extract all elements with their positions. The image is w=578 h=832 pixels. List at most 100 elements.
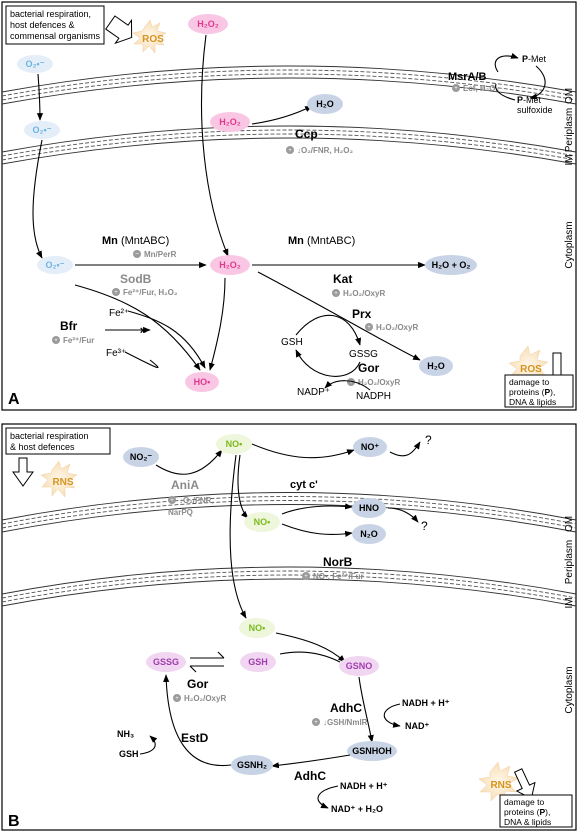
arrow-no-to-n2o: [281, 523, 353, 537]
arrow-nadh1: [383, 703, 401, 728]
hno-label: HNO: [359, 503, 379, 513]
gsnh2-label: GSNH₂: [237, 760, 267, 770]
no-top: NO•: [226, 439, 243, 449]
adhc1-regulation: ↓GSH/NmlR: [323, 718, 368, 727]
svg-text:DNA & lipids: DNA & lipids: [509, 397, 556, 407]
plus-icon: [112, 288, 120, 296]
gssg-a: GSSG: [349, 349, 378, 360]
gor-label-a: Gor: [358, 361, 380, 375]
arrow-sulfoxide-return: [495, 83, 516, 101]
periplasm-label-b: Periplasm: [564, 540, 575, 584]
adhc1-label: AdhC: [330, 701, 362, 715]
plus-icon: [312, 718, 320, 726]
plus-icon: [173, 694, 181, 702]
arrow-nadh2: [317, 785, 339, 809]
adhc2-label: AdhC: [294, 769, 326, 783]
plus-icon: [52, 336, 60, 344]
gsh-a: GSH: [281, 337, 303, 348]
arrow-nadph-to-nadp: [324, 380, 371, 391]
plus-icon: [365, 323, 373, 331]
arrow-no-down: [237, 454, 249, 519]
plus-glyph: +: [175, 696, 179, 702]
question-1: ?: [425, 433, 432, 447]
nadph-a: NADPH: [356, 391, 391, 402]
arrow-no-to-noplus: [251, 443, 355, 459]
source-line2-a: host defences &: [10, 20, 75, 30]
source-line2-b: & host defences: [10, 442, 75, 452]
pmet-label: P-Met: [522, 54, 547, 64]
equilibrium-arrow-rev: [189, 665, 224, 673]
plus-glyph: +: [349, 380, 353, 386]
damage-arrow-b: [513, 768, 536, 800]
bfr-regulation: Fe²⁺/Fur: [63, 336, 94, 345]
mn-left-label: Mn (MntABC): [102, 235, 169, 247]
plus-icon: [302, 572, 310, 580]
noplus-label: NO⁺: [361, 442, 380, 452]
h2o2-oval-cyto: [210, 255, 250, 275]
h2o2-ccp: H₂O₂: [219, 117, 241, 127]
cytoplasm-label-b: Cytoplasm: [564, 666, 575, 713]
damage-box-a-final: damage to proteins (P), DNA & lipids: [504, 374, 574, 408]
arrow-fe2-to-hydroxyl: [127, 310, 206, 369]
arrow-superoxide-2-3: [32, 139, 43, 259]
h2o2-oval-top: [188, 14, 228, 34]
arrow-msr-to-pmet: [494, 52, 519, 73]
source-line3-a: commensal organisms: [10, 31, 101, 41]
arrow-no-to-hno: [281, 503, 353, 515]
inner-membrane-a: [1, 125, 577, 165]
source-box-a: [5, 5, 105, 45]
plus-icon: [452, 84, 460, 92]
gsnhoh-oval: [347, 741, 397, 761]
no-mid: NO•: [254, 517, 271, 527]
prx-label: Prx: [352, 307, 372, 321]
panel-label-a: A: [8, 391, 20, 408]
sodb-regulation: Fe²⁺/Fur, H₂O₂: [123, 288, 178, 297]
arrow-h2o2-inward: [201, 34, 229, 257]
ros-burst-top-a: [132, 19, 167, 54]
gssg-oval-b: [146, 652, 186, 672]
outer-membrane-b: [1, 492, 577, 533]
mn-right-label: Mn (MntABC): [288, 235, 355, 247]
source-box-b: [5, 427, 111, 455]
plus-glyph: +: [170, 498, 174, 504]
arrow-ccp: [251, 105, 313, 125]
h2o2-oval-ccp: [210, 112, 250, 132]
svg-text:damage to: damage to: [504, 797, 544, 807]
h2o-ccp: H₂O: [316, 99, 334, 109]
norb-regulation: NO•, Fe²⁺/Fur: [313, 572, 364, 581]
norb-label: NorB: [323, 555, 353, 569]
plus-glyph: +: [54, 338, 58, 344]
svg-text:DNA & lipids: DNA & lipids: [504, 817, 551, 827]
equilibrium-arrow-fwd: [190, 651, 225, 659]
superoxide-oval-2: [24, 121, 60, 139]
mn-left-regulation: Mn/PerR: [144, 250, 177, 259]
gor-regulation-a: H₂O₂/OxyR: [358, 378, 400, 387]
nh3-label: NH₃: [117, 729, 134, 739]
arrow-gsh-to-nh3: [139, 735, 158, 755]
superoxide-2: O₂•⁻: [33, 125, 52, 135]
arrow-no-to-gsno: [275, 632, 346, 663]
arrow-gsnhoh-to-gsnh2: [271, 754, 351, 769]
damage-box-b: damage to proteins (P), DNA & lipids: [499, 794, 573, 828]
h2o2-cyto: H₂O₂: [219, 260, 241, 270]
om-label-a: OM: [564, 88, 575, 104]
bfr-label: Bfr: [60, 319, 78, 333]
gsno-oval: [339, 656, 379, 676]
arrow-pmet-to-sulfoxide: [529, 65, 546, 100]
plus-glyph: +: [454, 86, 458, 92]
source-arrow-b: [12, 457, 34, 487]
minus-glyph: −: [135, 251, 139, 258]
plus-glyph: +: [114, 290, 118, 296]
plus-icon: [168, 496, 176, 504]
h2o-o2-oval: [425, 255, 477, 275]
plus-icon: [347, 378, 355, 386]
inhibit-mark: ×: [140, 325, 146, 337]
plus-icon: [286, 146, 294, 154]
arrow-no-into-cyto: [229, 454, 247, 619]
plus-glyph: +: [334, 291, 338, 297]
n2o-oval: [352, 524, 386, 544]
h2o-prx: H₂O: [427, 361, 445, 371]
fe2-label: Fe²⁺: [109, 308, 129, 319]
ros-burst-label: ROS: [520, 364, 542, 375]
